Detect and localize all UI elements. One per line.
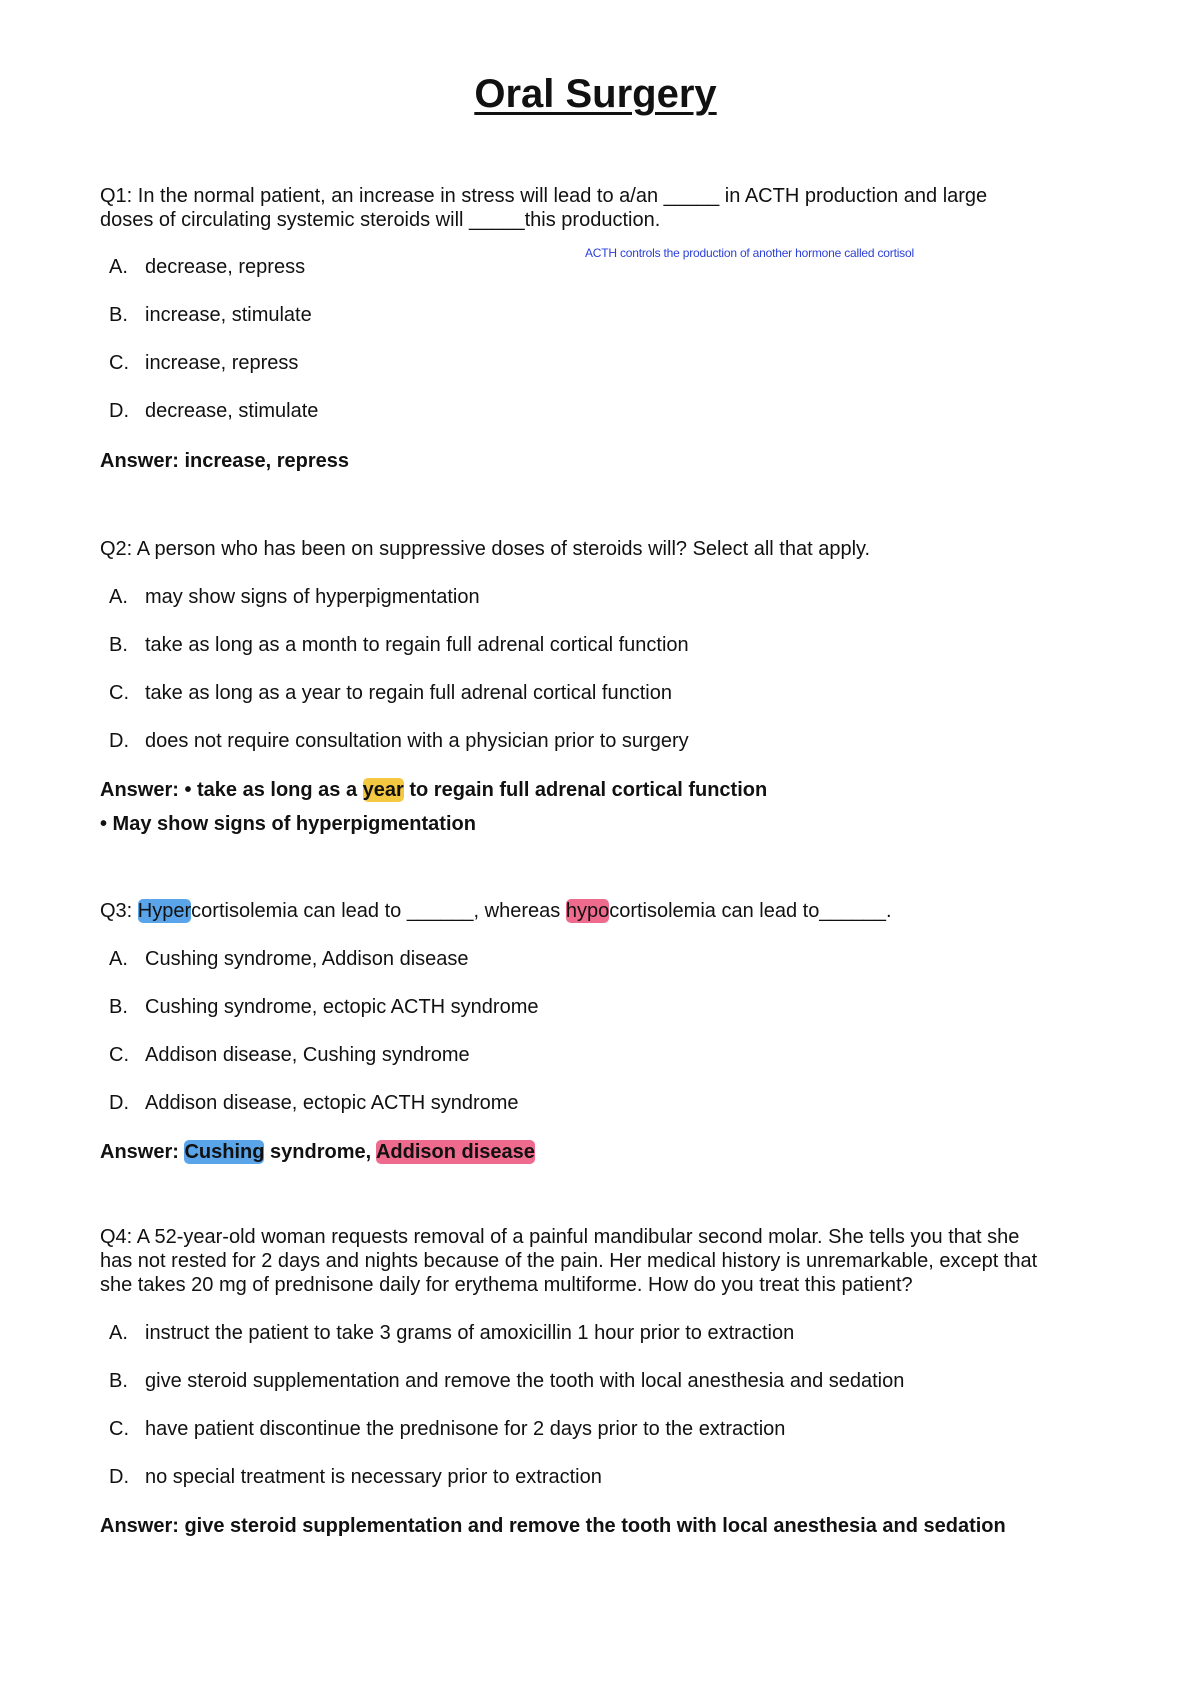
option: C.have patient discontinue the prednison… (109, 1418, 786, 1440)
option: C.take as long as a year to regain full … (109, 682, 672, 704)
question-3-answer: Answer: Cushing syndrome, Addison diseas… (100, 1140, 535, 1164)
highlight-pink: hypo (565, 899, 610, 923)
option: C.Addison disease, Cushing syndrome (109, 1044, 470, 1066)
question-2-answer: Answer: • take as long as a year to rega… (100, 778, 768, 835)
option: A.may show signs of hyperpigmentation (109, 586, 480, 608)
question-1: Q1: In the normal patient, an increase i… (100, 184, 1100, 232)
question-4-line-1: Q4: A 52-year-old woman requests removal… (100, 1226, 1020, 1248)
question-2-line-1: Q2: A person who has been on suppressive… (100, 538, 871, 560)
question-3-options: A.Cushing syndrome, Addison disease B.Cu… (100, 947, 1100, 1139)
question-1-options: A.decrease, repress B.increase, stimulat… (100, 255, 1100, 447)
question-2: Q2: A person who has been on suppressive… (100, 537, 1100, 561)
question-1-answer: Answer: increase, repress (100, 450, 350, 472)
highlight-pink: Addison disease (375, 1140, 535, 1164)
question-4-line-3: she takes 20 mg of prednisone daily for … (100, 1274, 913, 1296)
option: D.Addison disease, ectopic ACTH syndrome (109, 1092, 519, 1114)
option: B.give steroid supplementation and remov… (109, 1370, 905, 1392)
option: B.increase, stimulate (109, 304, 312, 326)
annotation-note: ACTH controls the production of another … (585, 246, 914, 260)
question-1-line-2: doses of circulating systemic steroids w… (100, 209, 661, 231)
option: D.decrease, stimulate (109, 400, 319, 422)
option: A.decrease, repress (109, 256, 306, 278)
option: A.Cushing syndrome, Addison disease (109, 948, 469, 970)
option: B.Cushing syndrome, ectopic ACTH syndrom… (109, 996, 539, 1018)
highlight-blue: Hyper (137, 899, 192, 923)
highlight-yellow: year (362, 778, 404, 802)
option: C.increase, repress (109, 352, 299, 374)
option: B.take as long as a month to regain full… (109, 634, 689, 656)
option: A.instruct the patient to take 3 grams o… (109, 1322, 795, 1344)
page-title: Oral Surgery (474, 72, 717, 116)
question-4-options: A.instruct the patient to take 3 grams o… (100, 1321, 1100, 1513)
question-1-line-1: Q1: In the normal patient, an increase i… (100, 185, 988, 207)
highlight-blue: Cushing (184, 1140, 265, 1164)
question-4-answer: Answer: give steroid supplementation and… (100, 1515, 1006, 1537)
option: D.does not require consultation with a p… (109, 730, 689, 752)
question-4: Q4: A 52-year-old woman requests removal… (100, 1225, 1100, 1297)
question-3: Q3: Hypercortisolemia can lead to ______… (100, 899, 892, 923)
option: D.no special treatment is necessary prio… (109, 1466, 602, 1488)
question-4-line-2: has not rested for 2 days and nights bec… (100, 1250, 1038, 1272)
question-2-options: A.may show signs of hyperpigmentation B.… (100, 585, 1100, 777)
